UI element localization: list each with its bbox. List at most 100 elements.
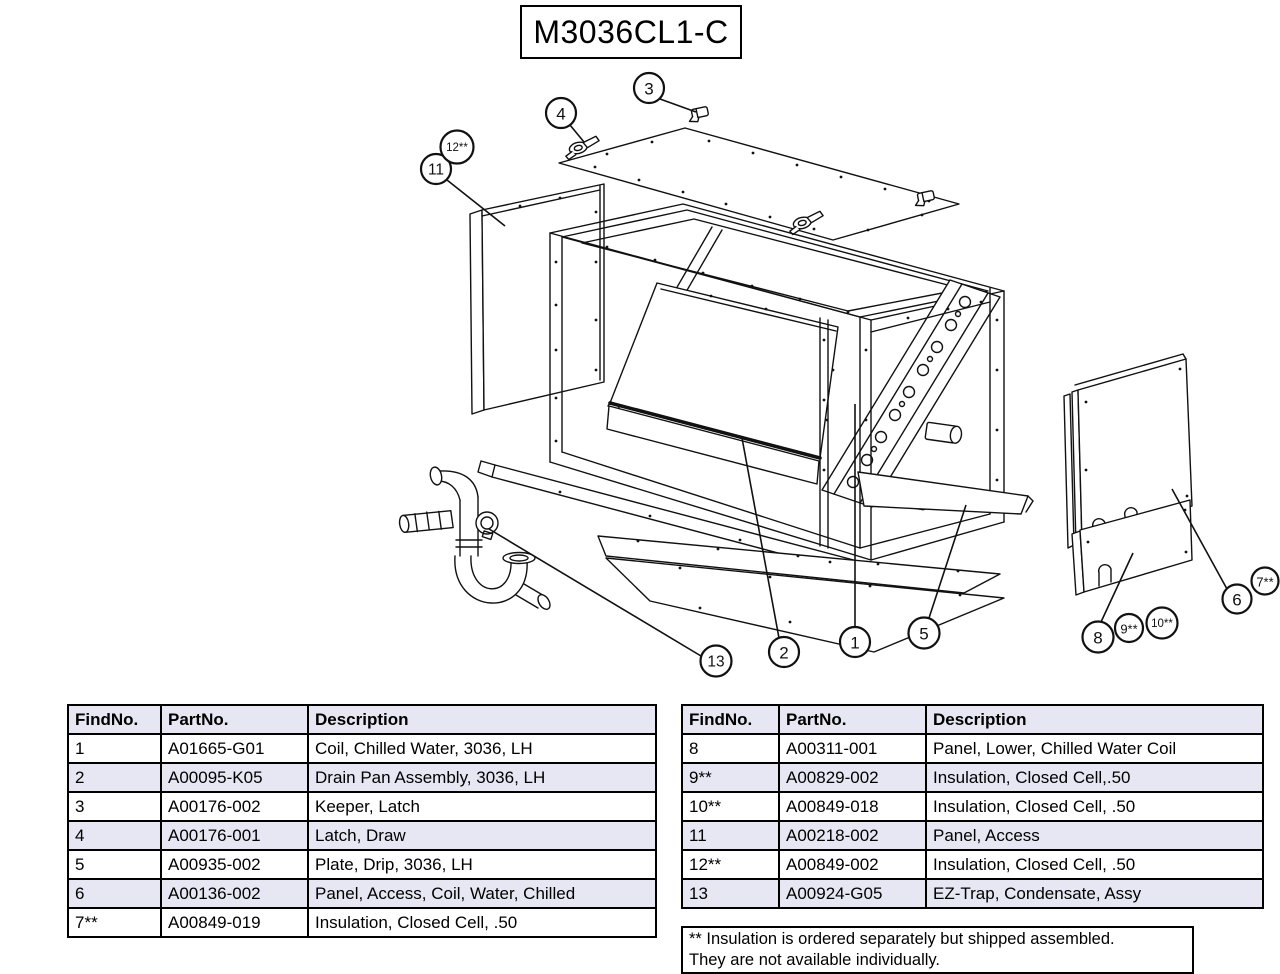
description-cell: Panel, Access, Coil, Water, Chilled	[307, 878, 657, 909]
column-header: Description	[925, 704, 1264, 735]
callout-3: 3	[634, 73, 696, 112]
callout-2: 2	[742, 438, 799, 667]
callout-number: 1	[850, 634, 859, 653]
part-no-cell: A00849-018	[778, 791, 927, 822]
callout-leader-line	[447, 180, 505, 226]
description-cell: Insulation, Closed Cell, .50	[925, 791, 1264, 822]
lid-screw-dots	[593, 139, 931, 232]
find-no-cell: 6	[67, 878, 162, 909]
find-no-cell: 13	[681, 878, 780, 909]
callout-12starstar: 12**	[441, 131, 474, 164]
callout-circle	[1223, 585, 1252, 614]
callout-10starstar: 10**	[1147, 608, 1178, 639]
callout-7starstar: 7**	[1252, 568, 1279, 595]
callout-circle	[421, 154, 451, 184]
callout-circle	[840, 627, 870, 657]
latch-keeper-part	[686, 105, 711, 125]
model-title-box: M3036CL1-C	[520, 5, 742, 59]
callout-number: 3	[644, 80, 653, 99]
callout-9starstar: 9**	[1115, 614, 1143, 642]
callout-number: 10**	[1151, 618, 1173, 630]
description-cell: Drain Pan Assembly, 3036, LH	[307, 762, 657, 793]
callout-circle	[1147, 608, 1178, 639]
callout-4: 4	[546, 98, 584, 142]
callout-circle	[546, 98, 576, 128]
top-lid-panel	[559, 128, 959, 240]
callout-number: 12**	[446, 142, 468, 154]
callout-leader-line	[929, 505, 966, 618]
drip-plate	[858, 472, 1033, 514]
callout-circle	[909, 618, 940, 649]
callout-number: 7**	[1256, 575, 1273, 590]
description-cell: Latch, Draw	[307, 820, 657, 851]
column-header: PartNo.	[778, 704, 927, 735]
table-header-row: FindNo.PartNo.Description	[681, 704, 1264, 735]
callout-circle	[441, 131, 474, 164]
callout-circle	[1083, 622, 1114, 653]
part-no-cell: A00935-002	[160, 849, 309, 880]
description-cell: EZ-Trap, Condensate, Assy	[925, 878, 1264, 909]
find-no-cell: 7**	[67, 907, 162, 938]
description-cell: Insulation, Closed Cell, .50	[925, 849, 1264, 880]
part-no-cell: A00218-002	[778, 820, 927, 851]
callout-number: 4	[556, 105, 565, 124]
part-no-cell: A00849-002	[778, 849, 927, 880]
description-cell: Panel, Lower, Chilled Water Coil	[925, 733, 1264, 764]
drain-pan-sheet	[607, 283, 838, 484]
column-header: PartNo.	[160, 704, 309, 735]
description-cell: Panel, Access	[925, 820, 1264, 851]
insulation-footnote: ** Insulation is ordered separately but …	[681, 926, 1194, 974]
callout-leader-line	[1101, 553, 1133, 622]
column-header: FindNo.	[67, 704, 162, 735]
description-cell: Coil, Chilled Water, 3036, LH	[307, 733, 657, 764]
lower-panel	[1072, 500, 1192, 595]
find-no-cell: 11	[681, 820, 780, 851]
callout-number: 13	[707, 654, 724, 671]
description-cell: Keeper, Latch	[307, 791, 657, 822]
part-no-cell: A00829-002	[778, 762, 927, 793]
footnote-line-2: They are not available individually.	[689, 951, 941, 970]
callout-13: 13	[489, 529, 732, 677]
part-no-cell: A00095-K05	[160, 762, 309, 793]
base-assembly	[478, 461, 1004, 652]
part-no-cell: A00136-002	[160, 878, 309, 909]
callout-8: 8	[1083, 553, 1134, 653]
find-no-cell: 3	[67, 791, 162, 822]
callout-circle	[701, 646, 732, 677]
part-no-cell: A00924-G05	[778, 878, 927, 909]
part-no-cell: A01665-G01	[160, 733, 309, 764]
coil-pipe-stub-upper	[925, 422, 963, 444]
callout-11: 11	[421, 154, 505, 226]
callout-leader-line	[742, 438, 779, 638]
callout-leader-line	[660, 99, 696, 112]
callout-number: 5	[919, 625, 928, 644]
condensate-trap	[399, 466, 553, 611]
find-no-cell: 5	[67, 849, 162, 880]
callout-number: 6	[1232, 591, 1241, 610]
part-no-cell: A00311-001	[778, 733, 927, 764]
callout-number: 2	[779, 644, 788, 663]
column-header: FindNo.	[681, 704, 780, 735]
footnote-line-1: ** Insulation is ordered separately but …	[689, 930, 1115, 948]
left-access-panel	[470, 184, 604, 414]
callout-circle	[769, 637, 799, 667]
callout-5: 5	[909, 505, 967, 649]
cabinet-frame	[550, 204, 1004, 560]
right-access-panel	[1064, 354, 1192, 548]
callout-number: 8	[1093, 629, 1102, 648]
table-header-row: FindNo.PartNo.Description	[67, 704, 657, 735]
